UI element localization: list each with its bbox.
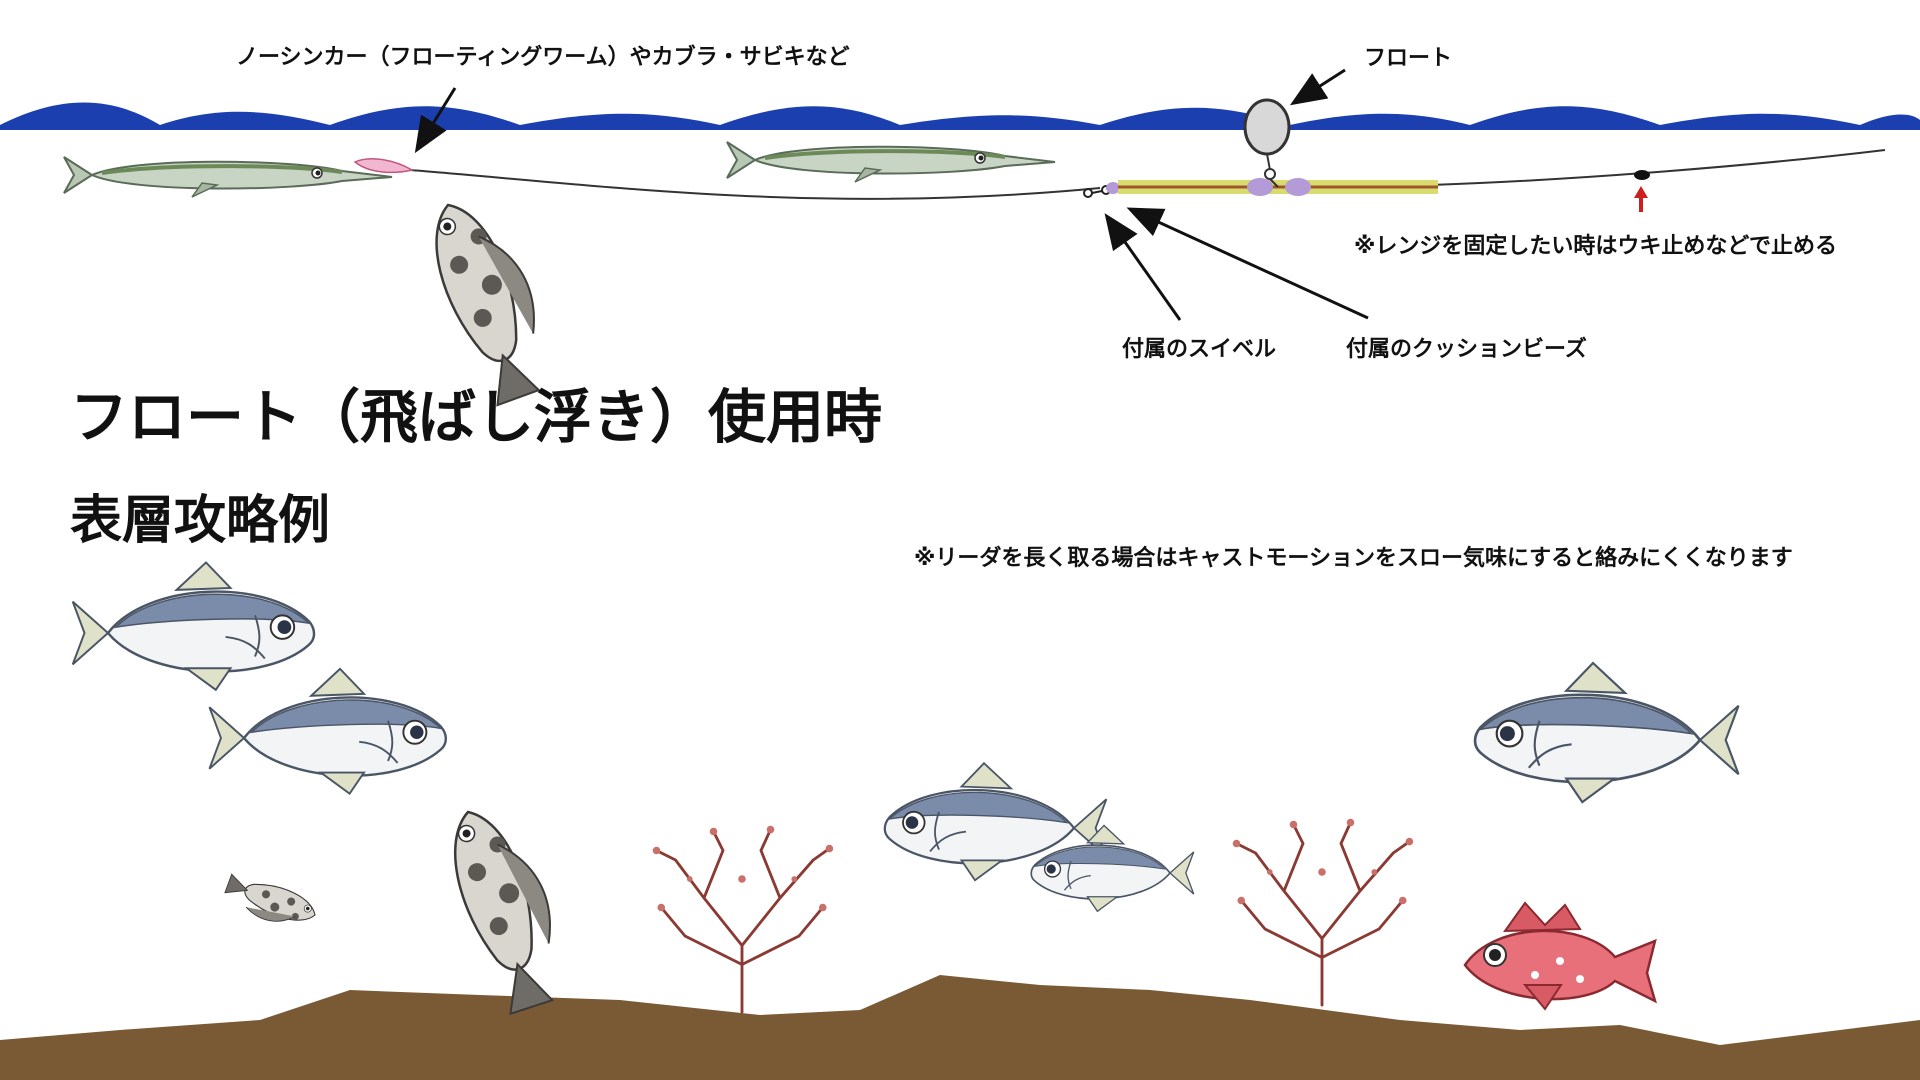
main-line (409, 169, 1101, 200)
mackerel-2 (208, 667, 448, 795)
page-subtitle: 表層攻略例 (70, 491, 330, 551)
arrow-to-swivel (1104, 213, 1182, 321)
float-icon (1243, 98, 1291, 188)
leader-line (1429, 149, 1886, 186)
stopper-arrow-icon (1634, 186, 1648, 212)
coral-left (651, 824, 835, 1014)
mackerel-5 (1473, 661, 1740, 804)
cushion-bead-icon (1106, 182, 1120, 194)
saury-fish-center (725, 140, 1057, 184)
float-label: フロート (1364, 46, 1452, 71)
seabed (0, 975, 1920, 1080)
arrow-to-cushion (1126, 207, 1369, 320)
lure-icon (353, 158, 414, 174)
coral-right (1231, 817, 1415, 1007)
scorpionfish (1463, 901, 1657, 1011)
water-surface (0, 102, 1920, 130)
arrow-to-float (1289, 68, 1346, 106)
cushion-beads-label: 付属のクッションビーズ (1346, 336, 1587, 362)
arrow-to-lure (414, 87, 457, 154)
rockfish-bottom (437, 796, 578, 1018)
lure-label: ノーシンカー（フローティングワーム）やカブラ・サビキなど (236, 44, 850, 70)
rockfish-small (220, 869, 321, 936)
stopper-icon (1634, 170, 1650, 180)
saury-fish-left (62, 155, 394, 199)
leader-note-label: ※リーダを長く取る場合はキャストモーションをスロー気味にすると絡みにくくなります (914, 545, 1793, 571)
mackerel-1 (71, 561, 316, 692)
swivel-label: 付属のスイベル (1122, 337, 1276, 362)
rockfish-top (417, 187, 565, 410)
page-title: フロート（飛ばし浮き）使用時 (70, 383, 882, 451)
range-note-label: ※レンジを固定したい時はウキ止めなどで止める (1354, 233, 1837, 259)
